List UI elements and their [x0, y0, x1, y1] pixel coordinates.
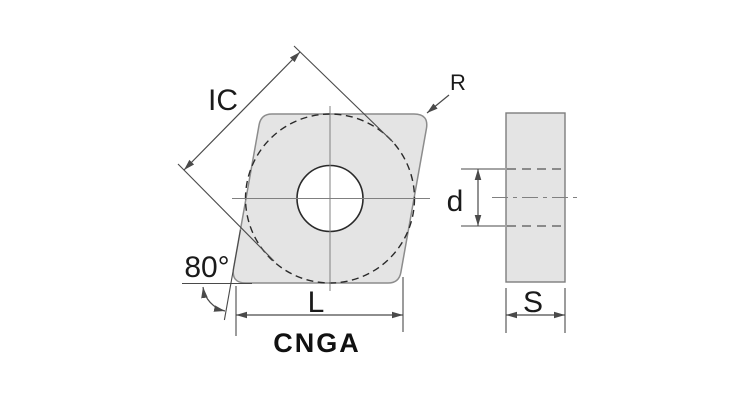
ic-extension-line-upper [293, 45, 394, 143]
length-dimension: L [235, 277, 404, 336]
r-leader-arrow [426, 94, 450, 114]
front-view [232, 106, 430, 291]
ic-dimension: IC [177, 45, 394, 262]
d-label: d [447, 185, 464, 218]
product-code-label: CNGA [273, 328, 361, 358]
thickness-dimension: S [505, 286, 566, 333]
angle-label: 80° [184, 251, 229, 284]
s-label: S [523, 286, 543, 319]
corner-angle-annotation: 80° [182, 229, 252, 321]
r-label: R [450, 70, 466, 95]
ic-extension-line-lower [177, 163, 275, 262]
l-label: L [308, 286, 325, 319]
ic-label: IC [208, 84, 238, 117]
hole-diameter-dimension: d [447, 168, 505, 227]
ic-dimension-arrow [183, 51, 301, 171]
corner-radius-annotation: R [426, 70, 466, 114]
angle-arc-arrow [201, 286, 226, 312]
angle-edge-extension-line [223, 229, 241, 321]
side-view [492, 112, 578, 283]
